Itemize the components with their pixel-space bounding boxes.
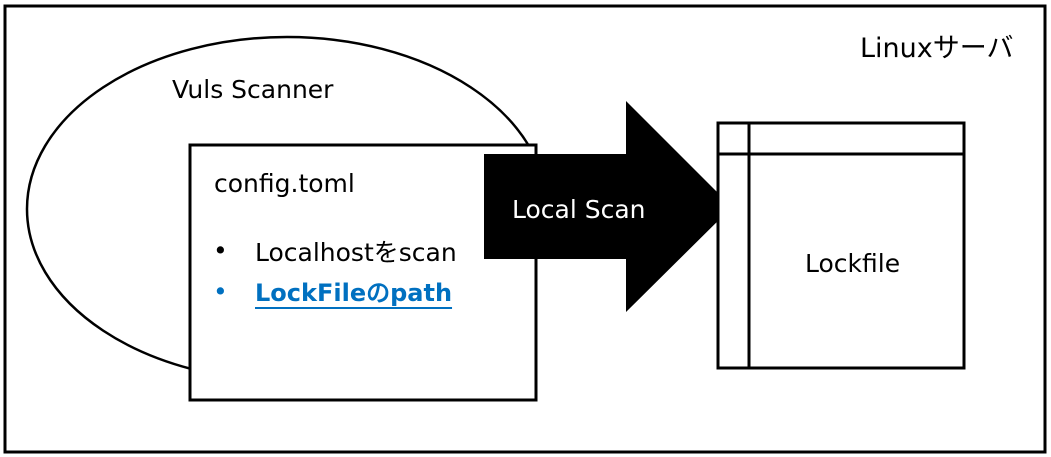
config-item-bullet: • — [213, 277, 228, 306]
config-toml-title: config.toml — [214, 169, 355, 198]
local-scan-arrow — [484, 101, 732, 312]
config-item-bullet: • — [213, 236, 228, 265]
lockfile-box — [716, 121, 966, 370]
config-item-localhost-scan: Localhostをscan — [255, 238, 457, 267]
local-scan-label: Local Scan — [512, 195, 646, 224]
vuls-scanner-label: Vuls Scanner — [172, 75, 334, 104]
config-toml-box — [188, 143, 538, 402]
lockfile-label: Lockfile — [805, 249, 900, 278]
config-item-lockfile-path[interactable]: LockFileのpath — [255, 279, 452, 307]
linux-server-label: Linuxサーバ — [860, 33, 1013, 64]
